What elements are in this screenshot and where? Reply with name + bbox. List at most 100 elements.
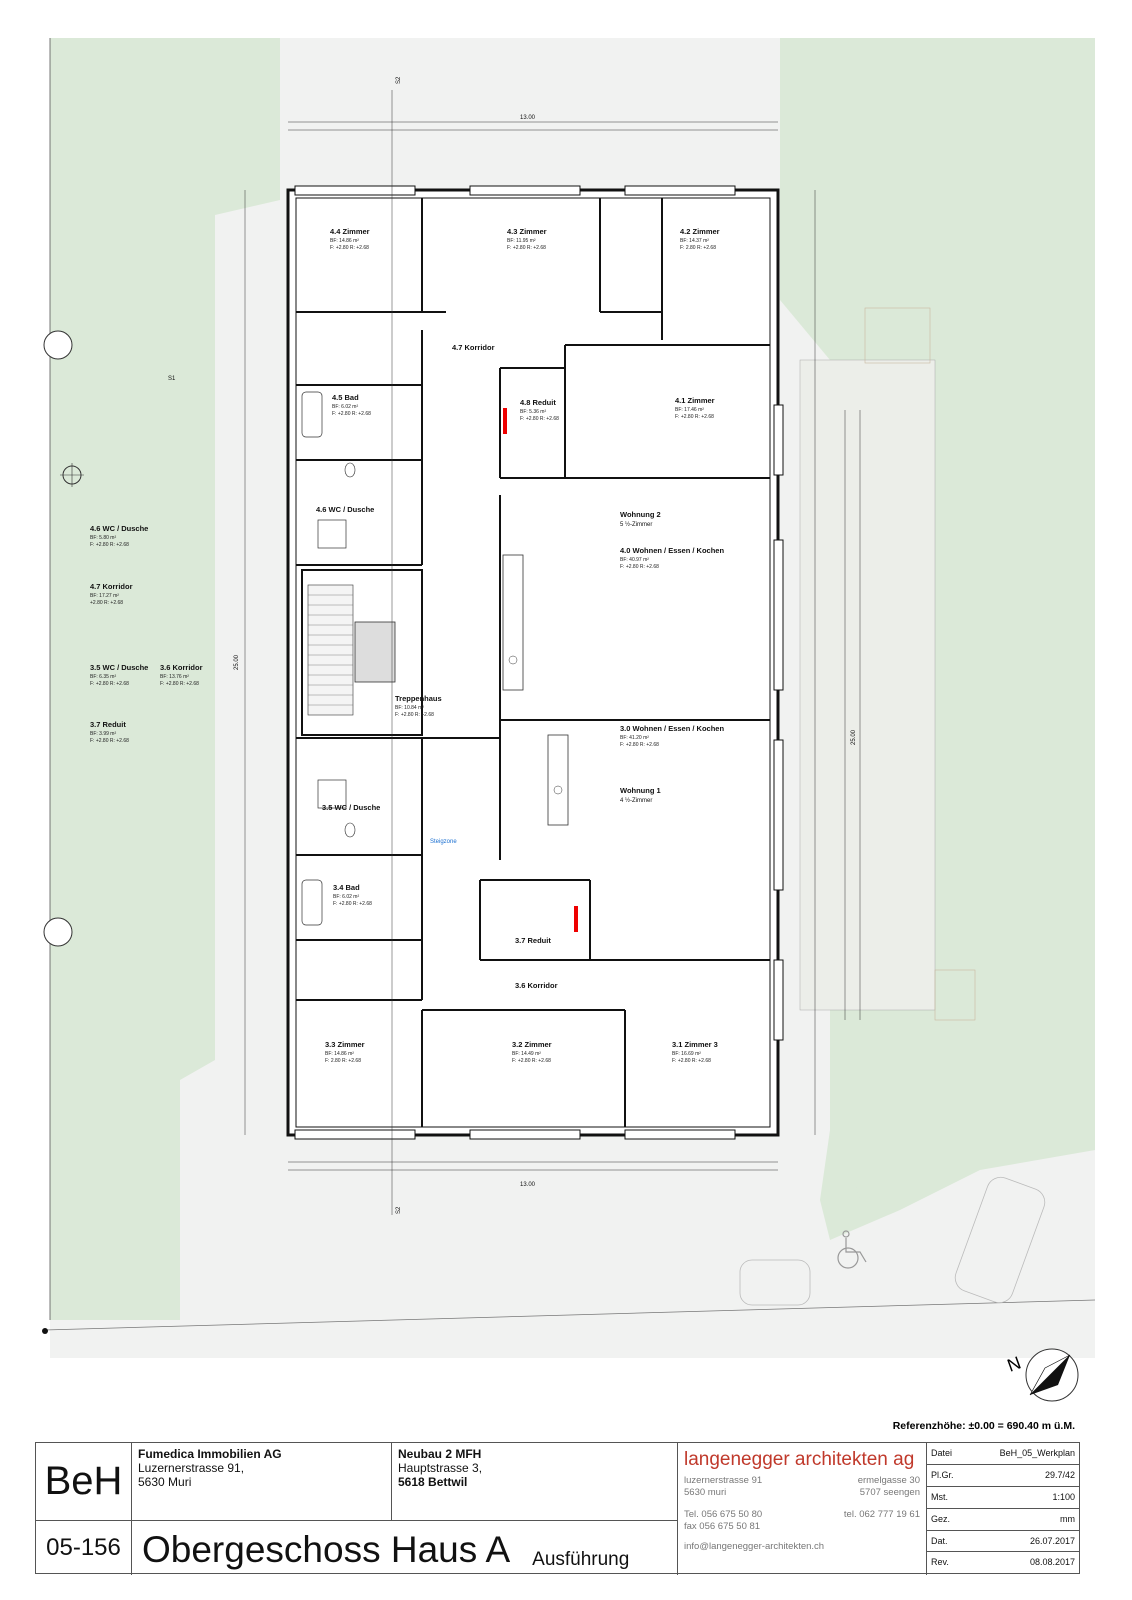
legend-room-area: BF: 3.99 m² xyxy=(90,731,116,737)
overall-width-top: 13.00 xyxy=(520,115,536,121)
room-area: BF: 14.86 m² xyxy=(325,1051,354,1057)
car-outline xyxy=(739,1176,1046,1306)
room-area: BF: 14.37 m² xyxy=(680,238,709,244)
meta-value: 26.07.2017 xyxy=(1029,1536,1075,1546)
legend-room-height: F: +2.80 R: +2.68 xyxy=(90,681,129,687)
room-height: F: 2.80 R: +2.68 xyxy=(680,245,716,251)
room-name: 3.2 Zimmer xyxy=(512,1040,552,1049)
legend-room-name: 3.5 WC / Dusche xyxy=(90,663,148,672)
unit-rooms: 5 ½-Zimmer xyxy=(620,521,652,528)
heating-distributor-lower xyxy=(574,906,578,932)
meta-key: Pl.Gr. xyxy=(931,1470,954,1480)
legend-room-name: 3.6 Korridor xyxy=(160,663,203,672)
meta-value: mm xyxy=(1060,1514,1075,1524)
property-point xyxy=(42,1328,48,1334)
architect-name: langenegger architekten ag xyxy=(684,1449,915,1470)
room-area: BF: 17.46 m² xyxy=(675,407,704,413)
bathtub-lower xyxy=(301,879,323,926)
axis-marker-lower xyxy=(43,917,73,947)
meta-value: 29.7/42 xyxy=(1044,1470,1075,1480)
room-area: BF: 16.69 m² xyxy=(672,1051,701,1057)
room-height: F: +2.80 R: +2.68 xyxy=(332,411,371,417)
room-name: 3.6 Korridor xyxy=(515,981,558,990)
room-name: 3.7 Reduit xyxy=(515,936,551,945)
client-cell: Fumedica Immobilien AG Luzernerstrasse 9… xyxy=(132,1443,392,1521)
drawing-title-cell: Obergeschoss Haus A Ausführung xyxy=(132,1521,677,1575)
meta-row: Gez. mm xyxy=(927,1509,1079,1531)
room-name: 4.3 Zimmer xyxy=(507,227,547,236)
project-number: 05-156 xyxy=(46,1534,121,1561)
room-name: 4.5 Bad xyxy=(332,393,359,402)
room-height: F: 2.80 R: +2.68 xyxy=(325,1058,361,1064)
room-name: Treppenhaus xyxy=(395,694,442,703)
client-city: 5630 Muri xyxy=(138,1475,192,1489)
meta-row: Dat. 26.07.2017 xyxy=(927,1531,1079,1552)
stair-core xyxy=(301,569,423,736)
architect-email: info@langenegger-architekten.ch xyxy=(684,1541,825,1552)
unit-name: Wohnung 2 xyxy=(620,510,661,519)
room-name: 4.6 WC / Dusche xyxy=(316,505,374,514)
room-name: 3.0 Wohnen / Essen / Kochen xyxy=(620,724,724,733)
legend-room-area: BF: 6.35 m² xyxy=(90,674,116,680)
section-marker-left: S1 xyxy=(168,376,176,382)
hob-lower xyxy=(553,785,563,795)
client-street: Luzernerstrasse 91, xyxy=(138,1461,245,1475)
legend-room-height: F: +2.80 R: +2.68 xyxy=(90,542,129,548)
section-marker-top: S2 xyxy=(396,76,402,84)
steigzone-label: Steigzone xyxy=(430,839,457,845)
meta-key: Mst. xyxy=(931,1492,948,1502)
dimension-lines xyxy=(244,90,861,1215)
room-name: 3.3 Zimmer xyxy=(325,1040,365,1049)
project-title: Neubau 2 MFH xyxy=(398,1447,482,1461)
legend-room-name: 3.7 Reduit xyxy=(90,720,126,729)
unit-name: Wohnung 1 xyxy=(620,786,661,795)
kitchen-upper xyxy=(502,554,524,691)
meta-row: Rev. 08.08.2017 xyxy=(927,1552,1079,1573)
deck-upper xyxy=(864,307,931,364)
north-arrow-icon: N xyxy=(1005,1348,1079,1402)
room-area: BF: 5.36 m² xyxy=(520,409,546,415)
green-area-left xyxy=(50,38,280,1320)
logo-cell: BeH xyxy=(36,1443,132,1521)
legend-room-name: 4.6 WC / Dusche xyxy=(90,524,148,533)
room-name: 4.8 Reduit xyxy=(520,398,556,407)
interior-walls xyxy=(296,198,770,1127)
title-block: BeH 05-156 Fumedica Immobilien AG Luzern… xyxy=(35,1442,1080,1575)
kitchen-lower xyxy=(547,734,569,826)
meta-row: Mst. 1:100 xyxy=(927,1487,1079,1509)
stair-treads xyxy=(308,594,353,706)
room-height: F: +2.80 R: +2.68 xyxy=(620,742,659,748)
green-area-right-lower xyxy=(830,1100,1095,1200)
meta-key: Dat. xyxy=(931,1536,948,1546)
room-labels: 4.4 Zimmer BF: 14.86 m² F: +2.80 R: +2.6… xyxy=(316,227,724,1064)
architect-addresses: luzernerstrasse 91 5630 muri ermelgasse … xyxy=(684,1475,920,1509)
room-height: F: +2.80 R: +2.68 xyxy=(507,245,546,251)
deck-lower xyxy=(934,969,976,1021)
meta-value: 1:100 xyxy=(1052,1492,1075,1502)
bathtub-upper xyxy=(301,391,323,438)
shower-lower xyxy=(317,779,347,809)
room-name: 4.4 Zimmer xyxy=(330,227,370,236)
legend-room-area: BF: 5.80 m² xyxy=(90,535,116,541)
building-outline-inner xyxy=(295,197,771,1128)
elevator-shaft xyxy=(354,621,396,683)
room-height: F: +2.80 R: +2.68 xyxy=(520,416,559,422)
client-name: Fumedica Immobilien AG xyxy=(138,1447,282,1461)
room-name: 3.5 WC / Dusche xyxy=(322,803,380,812)
meta-key: Gez. xyxy=(931,1514,951,1524)
windows xyxy=(294,185,784,1140)
architect-address-left-2: 5630 muri xyxy=(684,1487,727,1498)
reference-height: Referenzhöhe: ±0.00 = 690.40 m ü.M. xyxy=(893,1420,1075,1432)
property-line-bottom xyxy=(44,1299,1096,1331)
unit-rooms: 4 ½-Zimmer xyxy=(620,797,652,804)
toilet-lower xyxy=(344,822,356,838)
project-cell: Neubau 2 MFH Hauptstrasse 3, 5618 Bettwi… xyxy=(392,1443,677,1521)
architect-tel-left: Tel. 056 675 50 80 xyxy=(684,1509,763,1520)
room-height: F: +2.80 R: +2.68 xyxy=(512,1058,551,1064)
legend-room-height: +2.80 R: +2.68 xyxy=(90,600,123,606)
room-height: F: +2.80 R: +2.68 xyxy=(395,712,434,718)
architect-tel-right: tel. 062 777 19 61 xyxy=(843,1509,920,1520)
architect-fax-left: fax 056 675 50 81 xyxy=(684,1521,761,1532)
room-name: 4.7 Korridor xyxy=(452,343,495,352)
